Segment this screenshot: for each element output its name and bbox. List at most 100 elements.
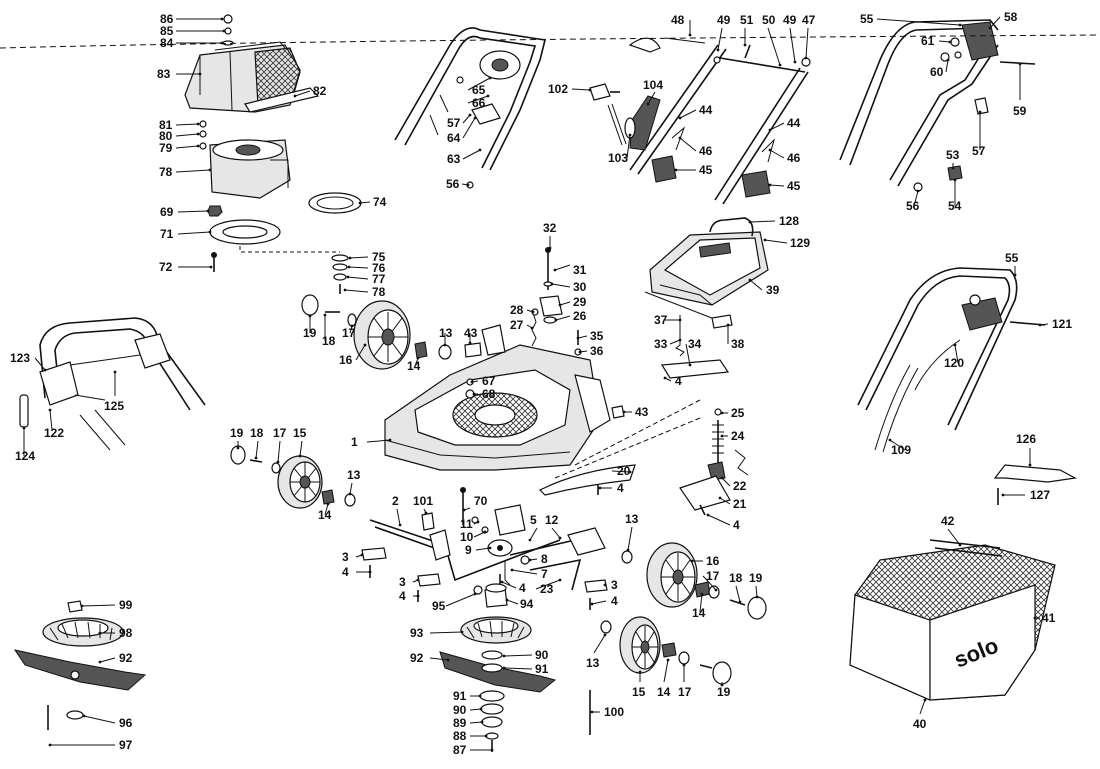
part-label-26: 26 xyxy=(573,309,587,323)
leader-dot xyxy=(588,88,592,92)
part-label-87: 87 xyxy=(453,743,467,757)
leader-line xyxy=(177,231,211,235)
leader-dot xyxy=(480,720,484,724)
part-label-124: 124 xyxy=(15,449,35,463)
leader-line xyxy=(767,27,781,66)
part-label-86: 86 xyxy=(160,12,174,26)
upper-handle-right xyxy=(839,19,1036,192)
leader-dot xyxy=(678,136,682,140)
leader-dot xyxy=(768,128,772,132)
leader-line xyxy=(721,477,731,487)
leader-line xyxy=(349,482,353,495)
leader-dot xyxy=(388,438,392,442)
leader-dot xyxy=(293,94,297,98)
leader-line xyxy=(577,335,588,339)
rear-wheel-left xyxy=(353,300,411,370)
leader-line xyxy=(685,343,691,366)
leader-line xyxy=(755,585,758,598)
part-label-59: 59 xyxy=(1013,104,1027,118)
part-label-55-b: 55 xyxy=(1005,251,1019,265)
leader-line xyxy=(462,117,476,139)
leader-dot xyxy=(953,178,957,182)
leader-dot xyxy=(220,17,224,21)
mower-deck xyxy=(384,324,611,471)
part-label-75: 75 xyxy=(372,250,386,264)
leader-line xyxy=(396,508,401,526)
part-label-13-b: 13 xyxy=(347,468,361,482)
leader-dot xyxy=(678,116,682,120)
part-label-22: 22 xyxy=(733,479,747,493)
leader-dot xyxy=(953,343,957,347)
leader-dot xyxy=(726,323,730,327)
part-label-14-c: 14 xyxy=(692,606,706,620)
part-label-35: 35 xyxy=(590,329,604,343)
leader-line xyxy=(719,497,731,505)
part-label-57: 57 xyxy=(447,116,461,130)
leader-dot xyxy=(347,265,351,269)
leader-line xyxy=(469,721,483,724)
leader-dot xyxy=(743,43,747,47)
leader-line xyxy=(462,149,481,160)
leader-dot xyxy=(988,26,992,30)
leader-dot xyxy=(923,698,927,702)
part-label-46: 46 xyxy=(699,144,713,158)
leader-dot xyxy=(416,578,420,582)
leader-dot xyxy=(578,350,582,354)
part-label-5: 5 xyxy=(530,513,537,527)
leader-dot xyxy=(682,663,686,667)
leader-line xyxy=(255,440,259,459)
leader-dot xyxy=(628,470,632,474)
leader-dot xyxy=(466,183,470,187)
part-label-39: 39 xyxy=(766,283,780,297)
leader-dot xyxy=(473,116,477,120)
leader-dot xyxy=(603,583,607,587)
leader-line xyxy=(467,77,491,91)
leader-line xyxy=(947,528,961,546)
part-label-17-b: 17 xyxy=(273,426,287,440)
leader-line xyxy=(299,440,303,457)
leader-dot xyxy=(720,683,724,687)
leader-dot xyxy=(43,368,47,372)
part-label-4-f: 4 xyxy=(519,581,526,595)
part-drawings: solo xyxy=(0,14,1100,752)
leader-dot xyxy=(678,318,682,322)
leader-dot xyxy=(363,343,367,347)
leader-dot xyxy=(488,76,492,80)
leader-dot xyxy=(443,343,447,347)
rear-axle-assembly xyxy=(369,487,606,591)
leader-line xyxy=(938,40,951,43)
part-label-103: 103 xyxy=(608,151,628,165)
part-label-91: 91 xyxy=(535,662,549,676)
leader-dot xyxy=(500,580,504,584)
leader-line xyxy=(707,514,731,526)
upper-handle-left xyxy=(394,27,546,189)
part-label-8: 8 xyxy=(541,552,548,566)
leader-dot xyxy=(398,523,402,527)
leader-dot xyxy=(502,666,506,670)
part-label-14-d: 14 xyxy=(657,685,671,699)
part-label-45: 45 xyxy=(699,163,713,177)
leader-dot xyxy=(948,40,952,44)
part-label-29: 29 xyxy=(573,295,587,309)
leader-dot xyxy=(628,133,632,137)
part-label-18-c: 18 xyxy=(729,571,743,585)
part-label-122: 122 xyxy=(44,426,64,440)
leader-dot xyxy=(748,220,752,224)
part-label-4-e: 4 xyxy=(399,589,406,603)
leader-dot xyxy=(755,595,759,599)
part-label-49: 49 xyxy=(717,13,731,27)
leader-dot xyxy=(346,275,350,279)
part-label-20: 20 xyxy=(617,464,631,478)
leader-dot xyxy=(483,530,487,534)
part-label-100: 100 xyxy=(604,705,624,719)
part-label-127: 127 xyxy=(1030,488,1050,502)
leader-line xyxy=(445,593,476,607)
leader-line xyxy=(919,699,926,715)
leader-line xyxy=(49,409,53,431)
part-label-36: 36 xyxy=(590,344,604,358)
leader-dot xyxy=(528,558,532,562)
motor-cover xyxy=(184,41,320,113)
leader-dot xyxy=(720,476,724,480)
blade-assembly-center xyxy=(439,616,557,752)
leader-dot xyxy=(308,314,312,318)
